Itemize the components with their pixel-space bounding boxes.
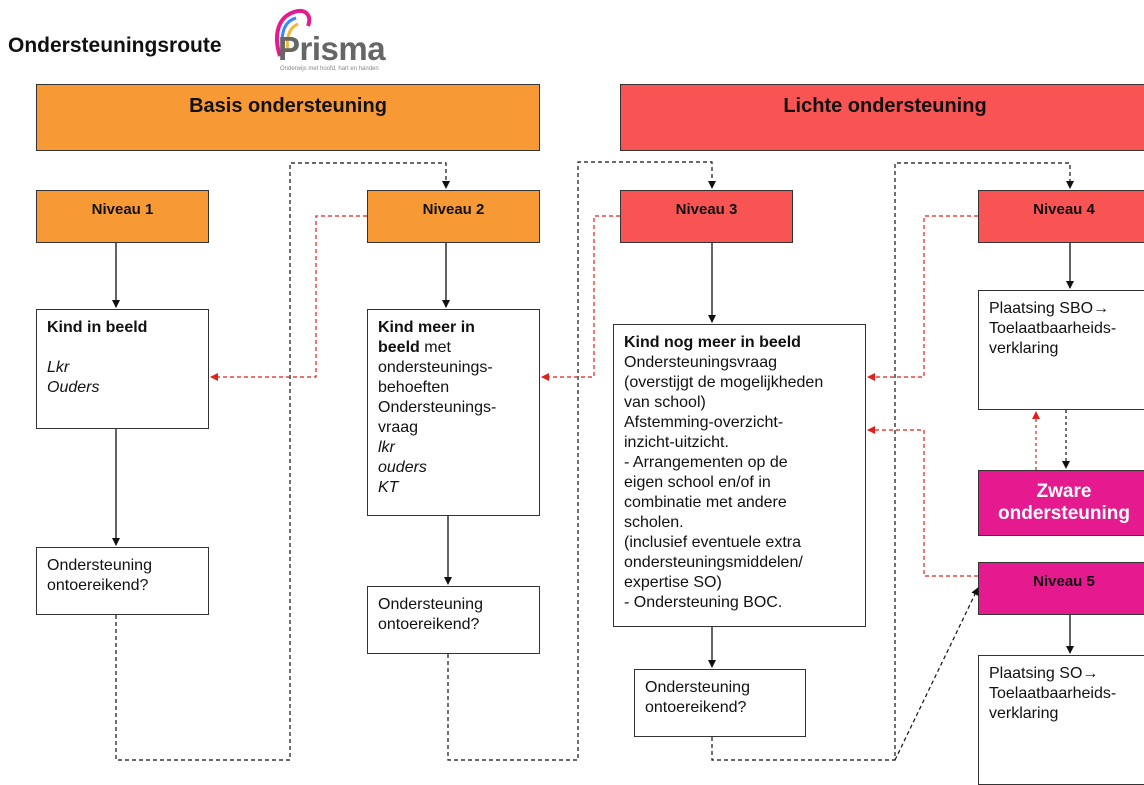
box5-line: Toelaatbaarheids- — [989, 685, 1117, 702]
box1-title: Kind in beeld — [47, 319, 148, 336]
kind-nog-meer-in-beeld-box: Kind nog meer in beeld Ondersteuningsvra… — [613, 324, 866, 627]
zware-ondersteuning-box: Zware ondersteuning — [978, 470, 1144, 536]
box3-line: combinatie met andere — [624, 494, 787, 511]
box1-line: Lkr — [47, 359, 70, 376]
box2-italic-line: KT — [378, 479, 399, 496]
lichte-ondersteuning-header: Lichte ondersteuning — [620, 84, 1144, 151]
box2-line: vraag — [378, 419, 419, 436]
dashed-loop-3-to-5 — [894, 587, 979, 761]
box4-line: Toelaatbaarheids- — [989, 320, 1117, 337]
box3-line: ondersteuningsmiddelen/ — [624, 554, 803, 571]
ontoereikend-line-1: Ondersteuning — [645, 679, 750, 696]
box3-line: - Ondersteuning BOC. — [624, 594, 783, 611]
logo-mark-icon — [275, 9, 312, 57]
niveau-3-box: Niveau 3 — [620, 190, 793, 243]
logo-tagline: Onderwijs met hoofd, hart en handen — [280, 66, 379, 72]
box3-title: Kind nog meer in beeld — [624, 334, 801, 351]
red-n4-to-box3 — [867, 215, 978, 381]
box3-line: expertise SO) — [624, 574, 722, 591]
box2-title-b: beeld — [378, 339, 420, 356]
red-n3-to-box2 — [541, 215, 620, 381]
box3-line: van school) — [624, 394, 706, 411]
ontoereikend-line-1: Ondersteuning — [47, 557, 152, 574]
niveau-2-box: Niveau 2 — [367, 190, 540, 243]
kind-in-beeld-box: Kind in beeld Lkr Ouders — [36, 309, 209, 429]
ontoereikend-line-2: ontoereikend? — [645, 699, 747, 716]
box3-line: eigen school en/of in — [624, 474, 771, 491]
box2-line: ondersteunings- — [378, 359, 493, 376]
kind-meer-in-beeld-box: Kind meer in beeld met ondersteunings- b… — [367, 309, 540, 516]
zware-line-1: Zware — [1036, 481, 1092, 502]
ontoereikend-line-2: ontoereikend? — [378, 616, 480, 633]
plaatsing-sbo-box: Plaatsing SBO→ Toelaatbaarheids- verklar… — [978, 290, 1144, 410]
box4-line: verklaring — [989, 340, 1059, 357]
red-n5-to-box3 — [867, 426, 978, 577]
ontoereikend-box-2: Ondersteuning ontoereikend? — [367, 586, 540, 654]
niveau-5-box: Niveau 5 — [978, 562, 1144, 615]
niveau-1-box: Niveau 1 — [36, 190, 209, 243]
box3-line: Afstemming-overzicht- — [624, 414, 784, 431]
box2-line: behoeften — [378, 379, 450, 396]
box2-italic-line: ouders — [378, 459, 427, 476]
box2-italic-line: lkr — [378, 439, 395, 456]
plaatsing-so-box: Plaatsing SO→ Toelaatbaarheids- verklari… — [978, 655, 1144, 785]
box1-line: Ouders — [47, 379, 100, 396]
box3-line: scholen. — [624, 514, 684, 531]
niveau-4-box: Niveau 4 — [978, 190, 1144, 243]
box2-after-title: met — [419, 339, 451, 356]
ontoereikend-line-2: ontoereikend? — [47, 577, 149, 594]
box3-line: (inclusief eventuele extra — [624, 534, 801, 551]
box5-line: Plaatsing SO→ — [989, 665, 1099, 682]
ontoereikend-box-3: Ondersteuning ontoereikend? — [634, 669, 806, 737]
lichte-header-label: Lichte ondersteuning — [783, 95, 987, 117]
basis-header-label: Basis ondersteuning — [189, 95, 387, 117]
logo-wordmark: Prisma — [278, 30, 386, 67]
box3-line: inzicht-uitzicht. — [624, 434, 729, 451]
prisma-logo: Prisma Onderwijs met hoofd, hart en hand… — [270, 8, 386, 76]
box3-line: - Arrangementen op de — [624, 454, 788, 471]
red-n2-to-box1 — [210, 215, 367, 381]
box3-line: Ondersteuningsvraag — [624, 354, 777, 371]
ontoereikend-line-1: Ondersteuning — [378, 596, 483, 613]
ontoereikend-box-1: Ondersteuning ontoereikend? — [36, 547, 209, 615]
dashed-loop-1-to-2 — [115, 162, 450, 761]
box2-title-a: Kind meer in — [378, 319, 475, 336]
page-title: Ondersteuningsroute — [8, 34, 222, 57]
dashed-loop-3-to-4 — [711, 162, 1074, 761]
box4-line: Plaatsing SBO→ — [989, 300, 1110, 317]
box3-line: (overstijgt de mogelijkheden — [624, 374, 824, 391]
basis-ondersteuning-header: Basis ondersteuning — [36, 84, 540, 151]
zware-line-2: ondersteuning — [998, 503, 1130, 524]
box5-line: verklaring — [989, 705, 1059, 722]
box2-line: Ondersteunings- — [378, 399, 497, 416]
dashed-loop-2-to-3 — [447, 161, 716, 761]
